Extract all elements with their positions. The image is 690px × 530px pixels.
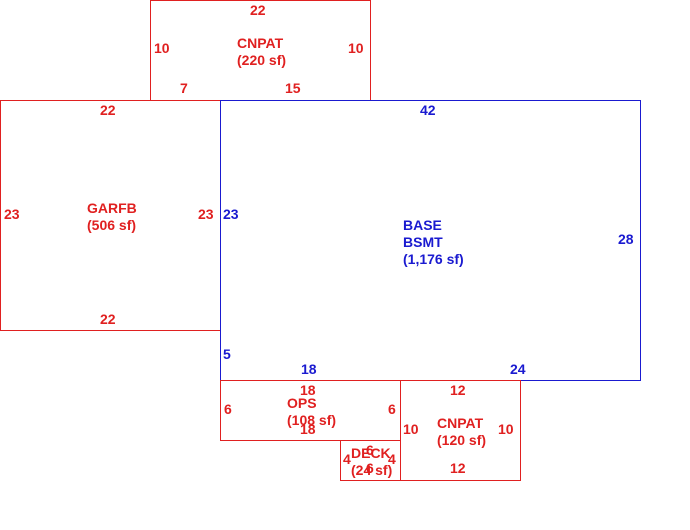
area-deck: 6 DECK 4 4 (24 sf) 6 bbox=[340, 440, 401, 481]
cnpat-top-label: CNPAT bbox=[237, 35, 284, 51]
garfb-label: GARFB bbox=[87, 200, 137, 216]
area-cnpat-top: CNPAT (220 sf) 22 10 10 7 15 bbox=[150, 0, 371, 101]
deck-outline bbox=[340, 440, 401, 481]
cnpat-bottom-dim-left: 10 bbox=[403, 421, 419, 437]
base-dim-left-lower: 5 bbox=[223, 346, 231, 362]
deck-label: DECK bbox=[351, 445, 391, 461]
base-label-line1: BASE bbox=[403, 217, 442, 233]
garfb-dim-bottom: 22 bbox=[100, 311, 116, 327]
cnpat-bottom-dim-bottom: 12 bbox=[450, 460, 466, 476]
deck-dim-top: 6 bbox=[366, 442, 374, 458]
base-dim-bottom-right: 24 bbox=[510, 361, 526, 377]
cnpat-top-dim-left: 10 bbox=[154, 40, 170, 56]
cnpat-top-dim-right: 10 bbox=[348, 40, 364, 56]
base-label-line2: BSMT bbox=[403, 234, 443, 250]
area-cnpat-bottom: CNPAT (120 sf) 12 10 10 12 bbox=[400, 380, 521, 481]
base-area: (1,176 sf) bbox=[403, 251, 464, 267]
cnpat-bottom-outline bbox=[400, 380, 521, 481]
deck-dim-bottom: 6 bbox=[366, 460, 374, 476]
garfb-area: (506 sf) bbox=[87, 217, 136, 233]
base-dim-left: 23 bbox=[223, 206, 239, 222]
deck-dim-left: 4 bbox=[343, 451, 351, 467]
ops-area: (108 sf) bbox=[287, 412, 336, 428]
base-dim-top: 42 bbox=[420, 102, 436, 118]
area-garfb: GARFB (506 sf) 22 23 23 22 bbox=[0, 100, 221, 331]
base-dim-bottom-left: 18 bbox=[301, 361, 317, 377]
cnpat-top-area: (220 sf) bbox=[237, 52, 286, 68]
cnpat-top-dim-top: 22 bbox=[250, 2, 266, 18]
garfb-dim-right: 23 bbox=[198, 206, 214, 222]
cnpat-top-dim-bottom-right: 15 bbox=[285, 80, 301, 96]
cnpat-bottom-area: (120 sf) bbox=[437, 432, 486, 448]
ops-dim-bottom: 18 bbox=[300, 421, 316, 437]
ops-dim-left: 6 bbox=[224, 401, 232, 417]
deck-dim-right: 4 bbox=[388, 451, 396, 467]
ops-dim-right: 6 bbox=[388, 401, 396, 417]
cnpat-bottom-label: CNPAT bbox=[437, 415, 484, 431]
base-dim-right: 28 bbox=[618, 231, 634, 247]
garfb-dim-left: 23 bbox=[4, 206, 20, 222]
garfb-dim-top: 22 bbox=[100, 102, 116, 118]
deck-area: (24 sf) bbox=[351, 462, 392, 478]
ops-label: OPS bbox=[287, 395, 317, 411]
area-ops: OPS (108 sf) 18 6 6 18 bbox=[220, 380, 401, 441]
cnpat-top-dim-bottom-left: 7 bbox=[180, 80, 188, 96]
cnpat-bottom-dim-top: 12 bbox=[450, 382, 466, 398]
ops-dim-top: 18 bbox=[300, 382, 316, 398]
cnpat-bottom-dim-right: 10 bbox=[498, 421, 514, 437]
area-base: BASE BSMT (1,176 sf) 42 23 28 5 18 24 bbox=[220, 100, 641, 381]
